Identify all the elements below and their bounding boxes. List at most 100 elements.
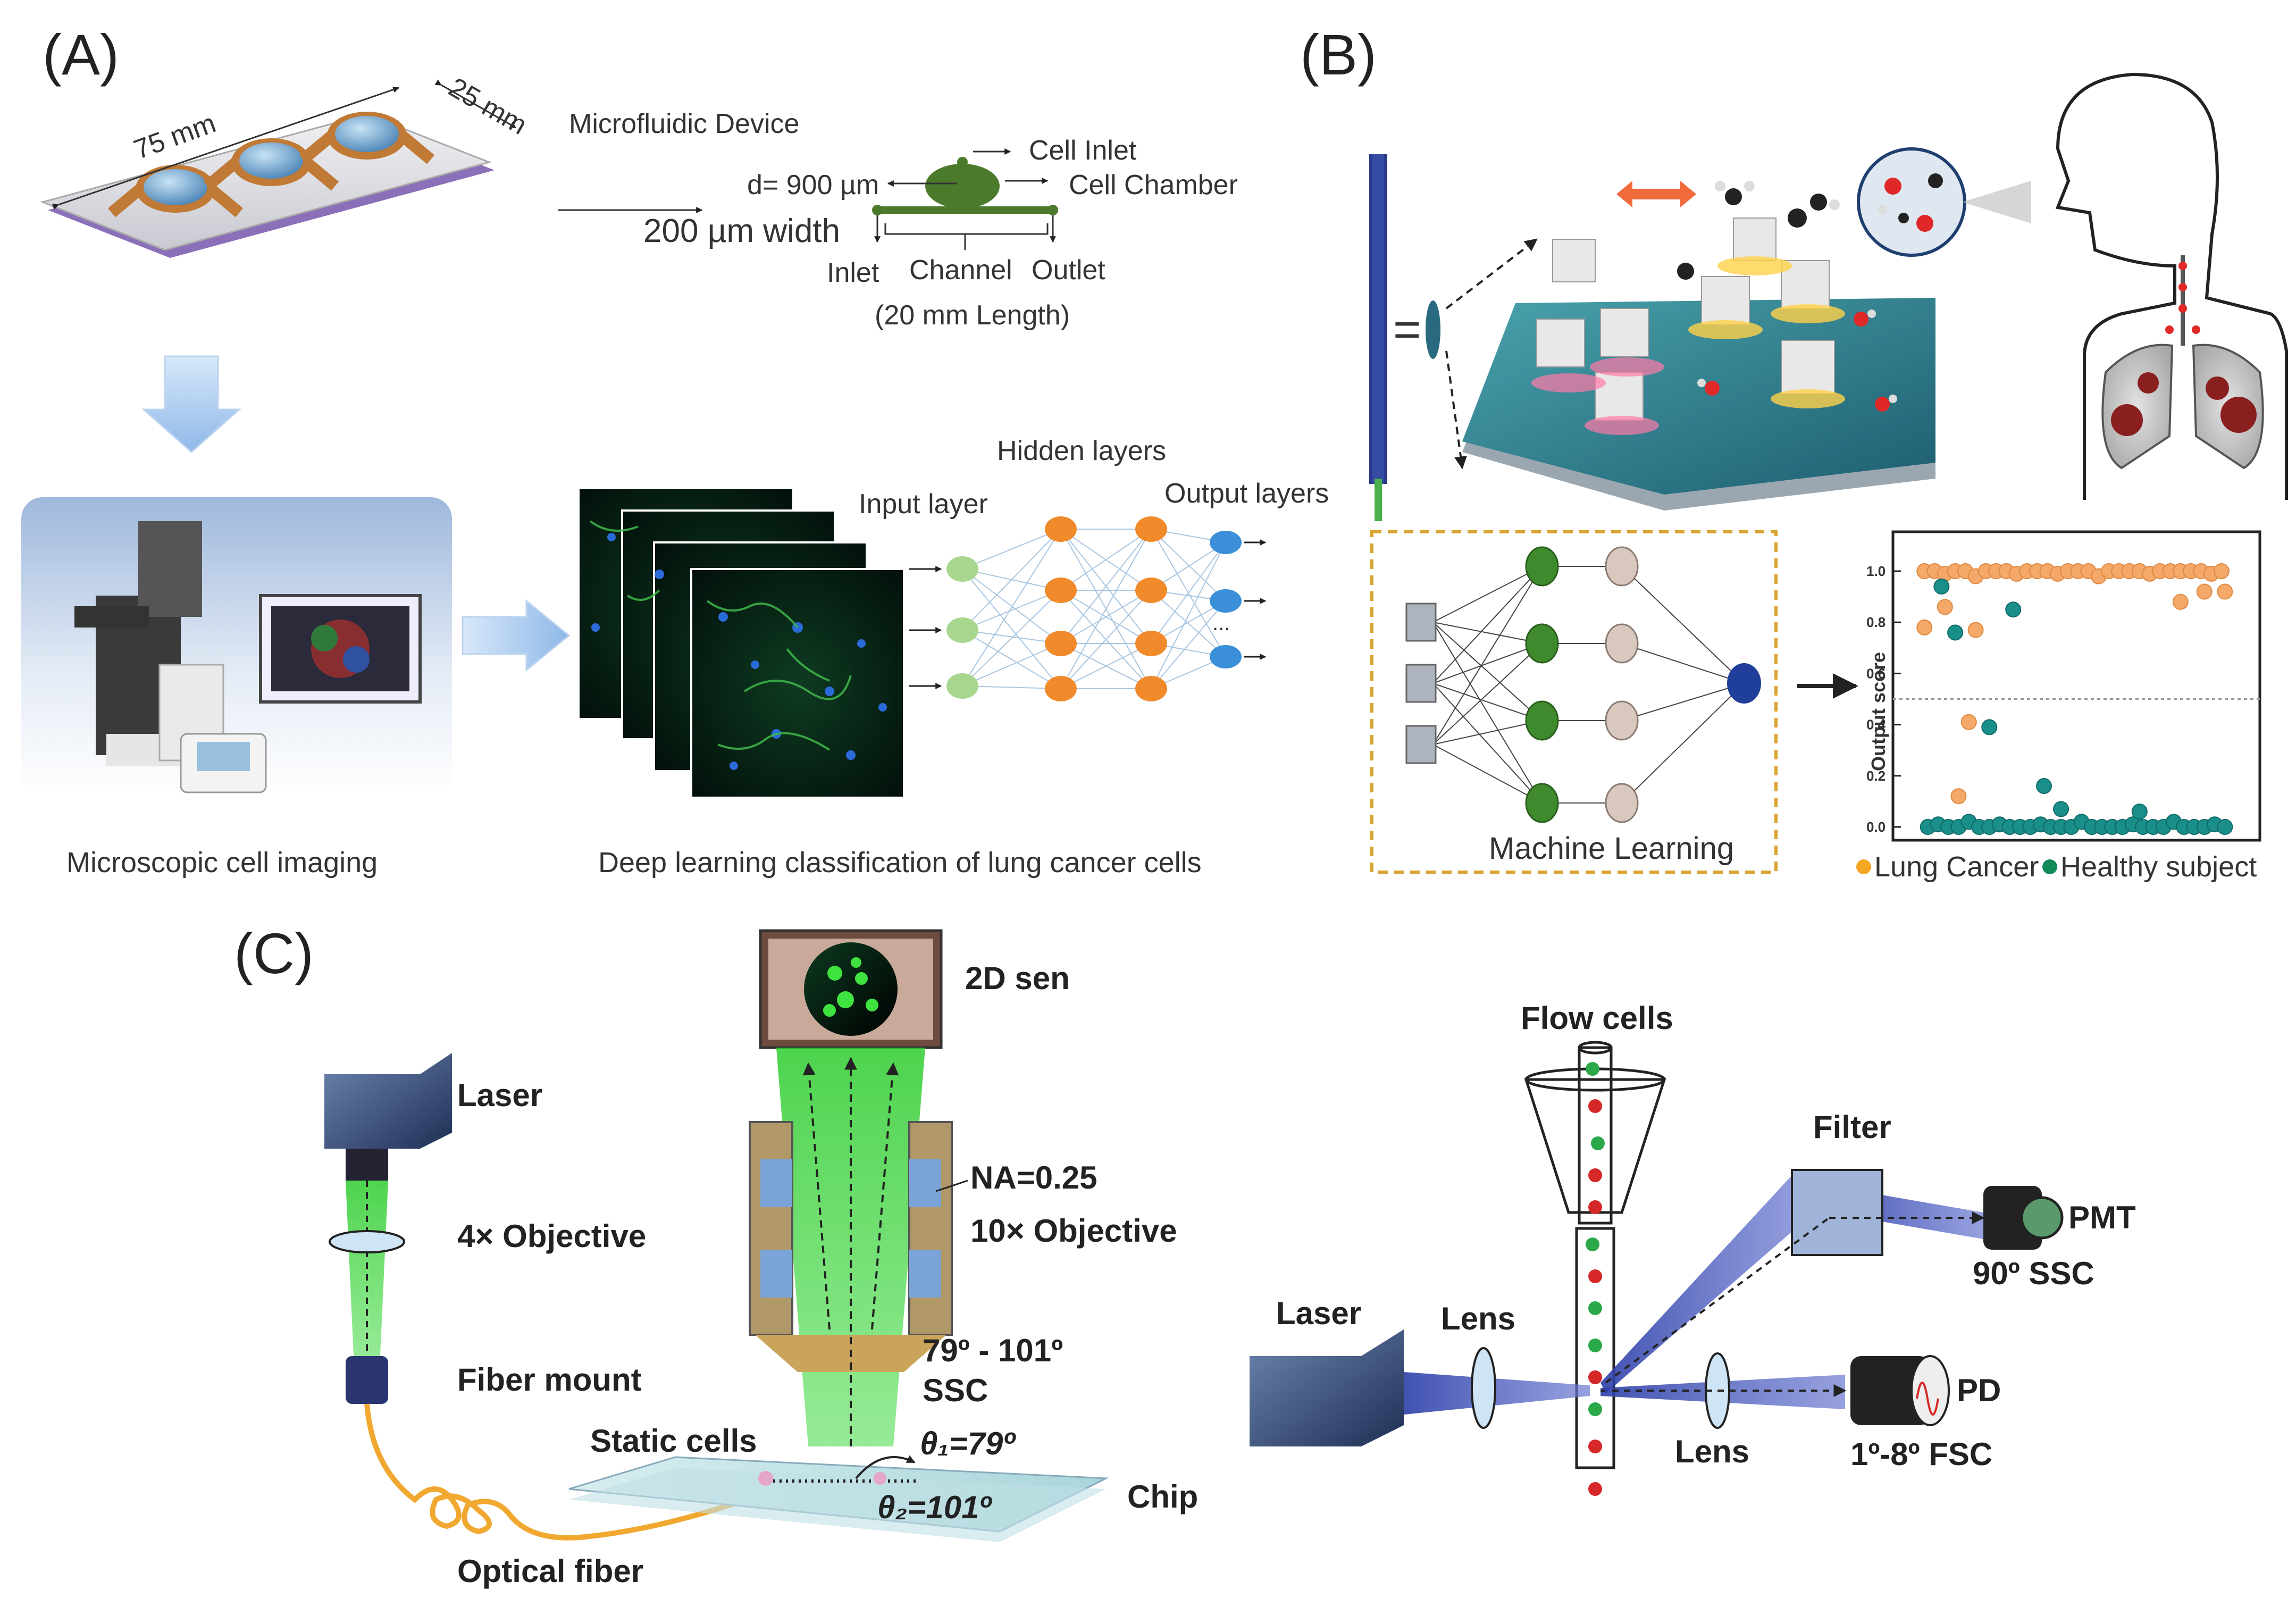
ellipsis-label: ... — [1212, 612, 1230, 635]
lens2-label: Lens — [1675, 1434, 1749, 1469]
optical-fiber-label: Optical fiber — [457, 1553, 643, 1589]
point-healthy — [1933, 578, 1950, 595]
fsc-label: 1º-8º FSC — [1850, 1436, 1992, 1472]
point-lung-cancer — [1937, 599, 1953, 615]
length-label: (20 mm Length) — [875, 300, 1070, 331]
pmt-detector — [1983, 1186, 2064, 1250]
scatter-points — [1916, 563, 2233, 835]
legend-healthy-subject: Healthy subject — [2060, 851, 2257, 883]
sensor-surface — [1462, 181, 1935, 511]
ml-label: Machine Learning — [1489, 831, 1734, 866]
objective-10x-label: 10× Objective — [970, 1213, 1177, 1249]
lens-left — [1471, 1347, 1496, 1429]
legend-lung-cancer: Lung Cancer — [1874, 851, 2039, 883]
diameter-label: d= 900 µm — [747, 170, 879, 200]
dim-length-label: 75 mm — [130, 107, 220, 165]
output-layers-label: Output layers — [1164, 478, 1329, 509]
y-tick-label: 1.0 — [1866, 563, 1886, 579]
panel-b-label: (B) — [1300, 22, 1377, 87]
point-lung-cancer — [1950, 788, 1967, 805]
human-lungs — [2055, 72, 2288, 500]
y-tick-label: 0.2 — [1866, 768, 1886, 784]
microscope-image — [21, 497, 452, 795]
laser-label: Laser — [457, 1077, 542, 1113]
channel-label: Channel — [909, 255, 1012, 286]
chart-frame — [1891, 530, 2261, 842]
pd-detector — [1850, 1355, 1950, 1426]
device-title: Microfluidic Device — [569, 108, 799, 139]
optical-fiber — [364, 1403, 831, 1541]
cell-chamber-label: Cell Chamber — [1069, 170, 1238, 200]
point-lung-cancer — [1960, 714, 1977, 730]
point-lung-cancer — [1967, 622, 1984, 638]
theta2-label: θ₂=101º — [877, 1490, 992, 1525]
y-tick-label: 0.0 — [1866, 819, 1886, 835]
ssc-range-label: 79º - 101º — [923, 1333, 1063, 1368]
point-healthy — [2217, 819, 2233, 835]
chip — [568, 1456, 1109, 1542]
microfluidic-slide: 75 mm 25 mm — [40, 72, 532, 258]
inlet-label: Inlet — [827, 257, 879, 288]
breath-inset — [1857, 147, 2031, 257]
nanowire-sensor: = — [1369, 154, 1538, 521]
fiber-mount-label: Fiber mount — [457, 1362, 642, 1398]
panel-b: (B) = — [1300, 22, 2288, 883]
point-lung-cancer — [2172, 593, 2189, 610]
panel-a-label: (A) — [43, 22, 119, 87]
static-setup: 2D sen NA=0.25 10× Objective 79º - 101º … — [324, 929, 1198, 1589]
molecules — [1677, 181, 1897, 412]
output-score-chart: 0.0 0.2 0.4 0.6 0.8 1.0 Output score — [1866, 530, 2261, 842]
point-healthy — [2131, 804, 2148, 820]
point-healthy — [2036, 778, 2052, 794]
point-healthy — [2053, 801, 2069, 817]
flow-setup: Flow cells Laser Lens Lens — [1250, 1000, 2136, 1496]
panel-c-label: (C) — [234, 921, 314, 985]
na-label: NA=0.25 — [970, 1160, 1097, 1195]
sensor-label: 2D sen — [965, 960, 1070, 996]
point-lung-cancer — [2217, 583, 2233, 600]
laser-left — [324, 1053, 452, 1181]
legend-swatch-lung-cancer — [1856, 859, 1871, 874]
panel-c: (C) 2D sen NA — [234, 921, 2136, 1589]
input-layer-label: Input layer — [859, 489, 988, 520]
y-tick-label: 0.6 — [1866, 665, 1886, 681]
neural-network-a: Hidden layers Input layer Output layers — [859, 436, 1329, 701]
pd-label: PD — [1957, 1373, 2001, 1408]
filter-label: Filter — [1813, 1109, 1891, 1145]
y-axis-label: Output score — [1867, 652, 1889, 771]
flow-cells-label: Flow cells — [1521, 1000, 1673, 1036]
y-tick-label: 0.4 — [1866, 717, 1886, 733]
chip-label: Chip — [1127, 1479, 1198, 1515]
right-arrow — [462, 599, 571, 672]
laser-right — [1250, 1329, 1404, 1446]
ssc90-label: 90º SSC — [1973, 1256, 2094, 1291]
theta1-label: θ₁=79º — [920, 1426, 1016, 1461]
outlet-label: Outlet — [1032, 255, 1105, 286]
lens1-label: Lens — [1441, 1301, 1515, 1336]
point-lung-cancer — [1916, 619, 1933, 635]
y-tick-label: 0.8 — [1866, 614, 1886, 630]
legend-swatch-healthy — [2042, 859, 2057, 874]
ssc-label: SSC — [923, 1373, 988, 1408]
laser2-label: Laser — [1276, 1295, 1361, 1331]
fiber-mount — [346, 1356, 388, 1404]
panel-a: (A) — [21, 22, 1329, 879]
pmt-label: PMT — [2068, 1200, 2136, 1235]
device-schematic: Microfluidic Device Cell Inlet d= 900 µm… — [558, 108, 1238, 331]
point-lung-cancer — [2196, 583, 2213, 600]
point-healthy — [1981, 719, 1998, 735]
dim-width-label: 25 mm — [443, 72, 532, 141]
static-cells-label: Static cells — [590, 1423, 757, 1459]
cell-image-stack — [580, 489, 905, 799]
objective-4x-label: 4× Objective — [457, 1218, 646, 1254]
caption-deep-learning: Deep learning classification of lung can… — [598, 847, 1202, 879]
objective-4x — [329, 1230, 405, 1253]
ml-box: Machine Learning — [1370, 530, 1778, 874]
point-healthy — [2005, 601, 2022, 618]
cell-inlet-label: Cell Inlet — [1029, 135, 1137, 166]
y-axis-ticks: 0.0 0.2 0.4 0.6 0.8 1.0 — [1866, 563, 1901, 835]
down-arrow — [141, 355, 241, 454]
width-label: 200 µm width — [643, 213, 840, 249]
chart-legend: Lung Cancer Healthy subject — [1856, 851, 2257, 883]
